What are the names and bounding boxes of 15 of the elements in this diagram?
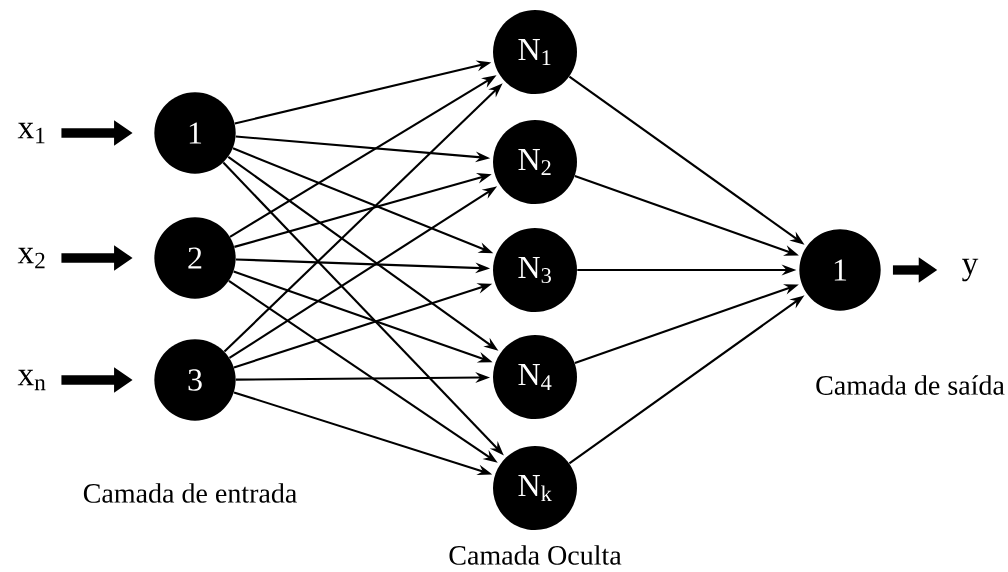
input-neuron: 2: [154, 217, 236, 299]
output-neuron: 1: [799, 229, 881, 311]
variable-label: y: [962, 258, 979, 282]
hidden-neuron: N$_{3}$: [493, 228, 577, 312]
hidden-neuron: N$_{4}$: [493, 335, 577, 419]
input-neuron: 3: [154, 339, 236, 421]
input-neuron: 1: [154, 92, 236, 174]
variable-label: x$_{1}$: [17, 122, 45, 144]
hidden-neuron: N$_{1}$: [493, 10, 577, 94]
hidden-neuron: N$_{2}$: [493, 120, 577, 204]
layer-label: Camada de entrada: [83, 483, 297, 503]
variable-label: x$_{2}$: [17, 247, 45, 269]
variable-label: x$_{n}$: [17, 369, 46, 391]
hidden-neuron: N$_{k}$: [493, 446, 577, 530]
layer-label: Camada de saída: [816, 375, 1005, 395]
